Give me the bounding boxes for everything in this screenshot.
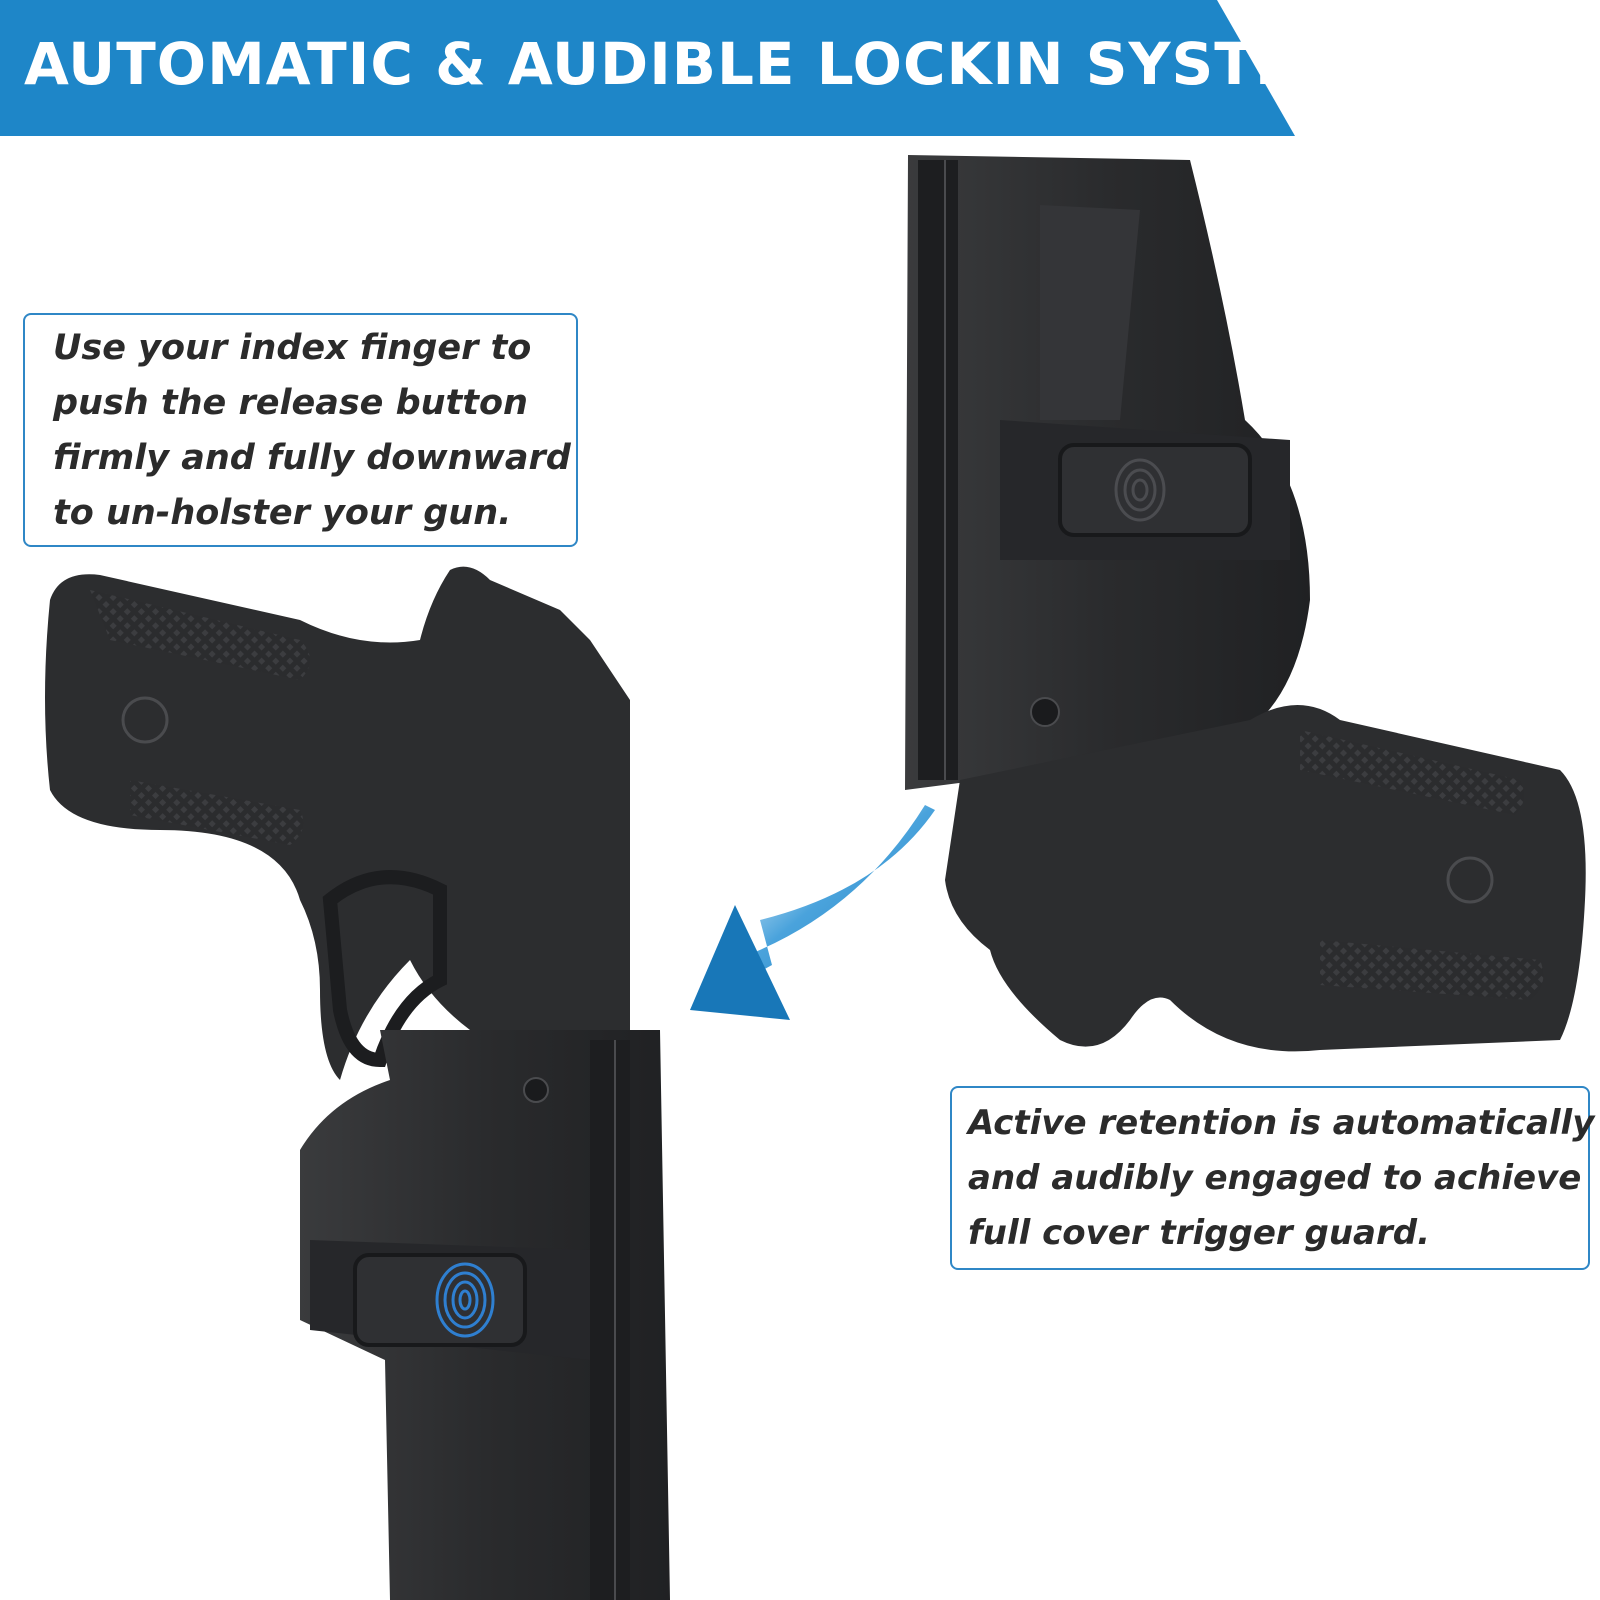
fingerprint-icon xyxy=(435,1262,495,1338)
left-pistol-body xyxy=(45,566,630,1080)
right-holster-with-pistol xyxy=(905,155,1586,1052)
callout-right-line-3: full cover trigger guard. xyxy=(968,1213,1431,1253)
left-pistol-in-holster xyxy=(45,566,670,1600)
callout-unholster-instructions: Use your index finger to push the releas… xyxy=(23,313,578,547)
banner-shape xyxy=(0,0,1295,136)
callout-right-line-2: and audibly engaged to achieve xyxy=(968,1158,1582,1198)
header-banner: AUTOMATIC & AUDIBLE LOCKIN SYSTEM xyxy=(0,0,1353,136)
callout-retention-info: Active retention is automatically and au… xyxy=(950,1086,1595,1270)
callout-left-line-4: to un-holster your gun. xyxy=(53,493,512,533)
callout-left-line-1: Use your index finger to xyxy=(53,328,532,368)
curved-arrow xyxy=(690,805,935,1020)
callout-left-line-2: push the release button xyxy=(53,383,528,423)
banner-title: AUTOMATIC & AUDIBLE LOCKIN SYSTEM xyxy=(24,30,1355,98)
callout-right-line-1: Active retention is automatically xyxy=(968,1103,1595,1143)
callout-left-line-3: firmly and fully downward xyxy=(53,438,571,478)
